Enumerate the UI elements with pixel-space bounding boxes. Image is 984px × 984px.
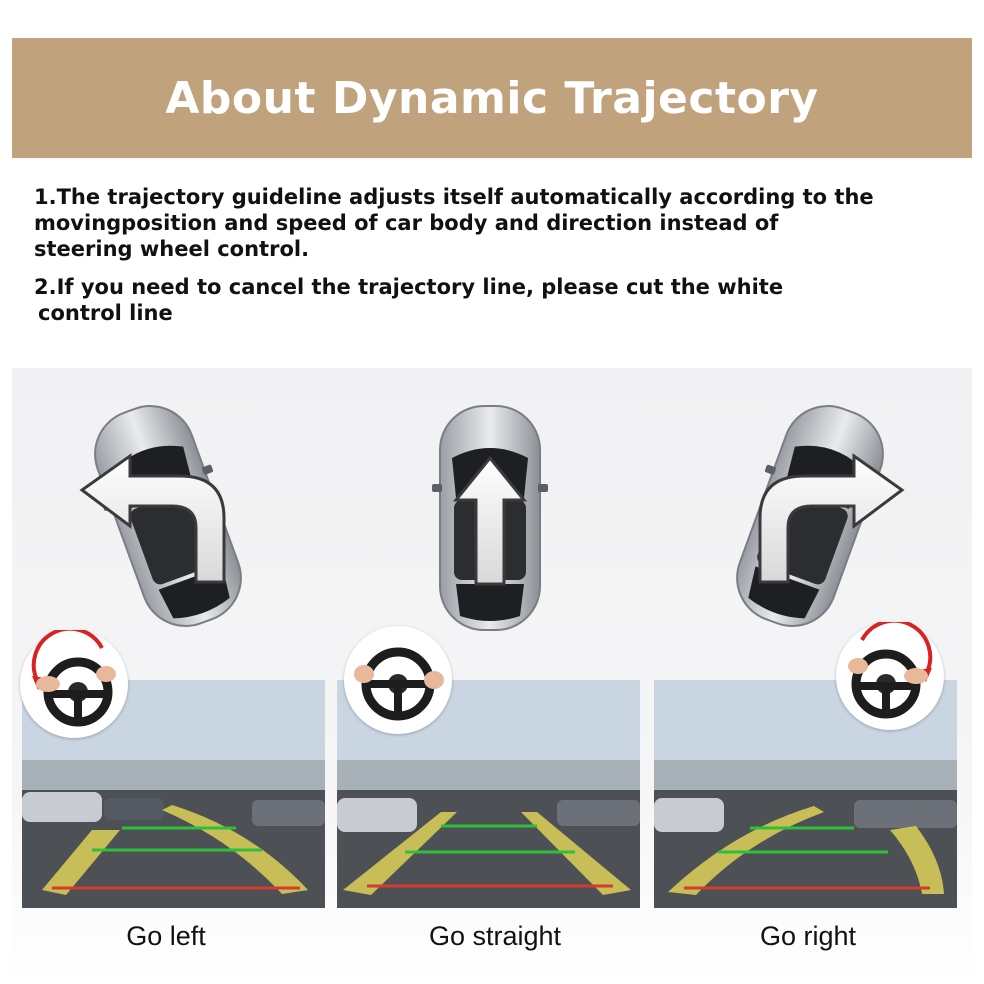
turn-left-arrow-icon (79, 453, 226, 584)
steering-wheel-icon (354, 647, 444, 721)
steering-wheel-right (836, 622, 944, 730)
note-1-line-a: 1.The trajectory guideline adjusts itsel… (34, 185, 874, 209)
cars-illustration (74, 389, 905, 643)
note-2: 2.If you need to cancel the trajectory l… (34, 274, 964, 326)
caption-go-right: Go right (759, 921, 857, 951)
page-title: About Dynamic Trajectory (165, 72, 819, 124)
turn-right-arrow-icon (758, 453, 905, 584)
steering-wheel-icon (848, 622, 933, 719)
car-right-icon (716, 389, 904, 643)
straight-arrow-icon (452, 455, 528, 586)
note-1: 1.The trajectory guideline adjusts itsel… (34, 184, 964, 262)
steering-wheel-center (344, 626, 452, 734)
note-1-line-c: steering wheel control. (34, 237, 310, 261)
caption-go-straight: Go straight (428, 921, 562, 951)
camera-view-right (654, 680, 957, 908)
note-2-line-b: control line (38, 301, 173, 325)
title-banner: About Dynamic Trajectory (12, 38, 972, 158)
steering-wheel-icon (31, 630, 116, 727)
car-left-icon (74, 389, 262, 643)
note-2-line-a: 2.If you need to cancel the trajectory l… (34, 275, 784, 299)
note-1-line-b: movingposition and speed of car body and… (34, 211, 779, 235)
steering-wheel-left (20, 630, 128, 738)
caption-go-left: Go left (126, 921, 206, 951)
camera-view-left (22, 680, 325, 908)
